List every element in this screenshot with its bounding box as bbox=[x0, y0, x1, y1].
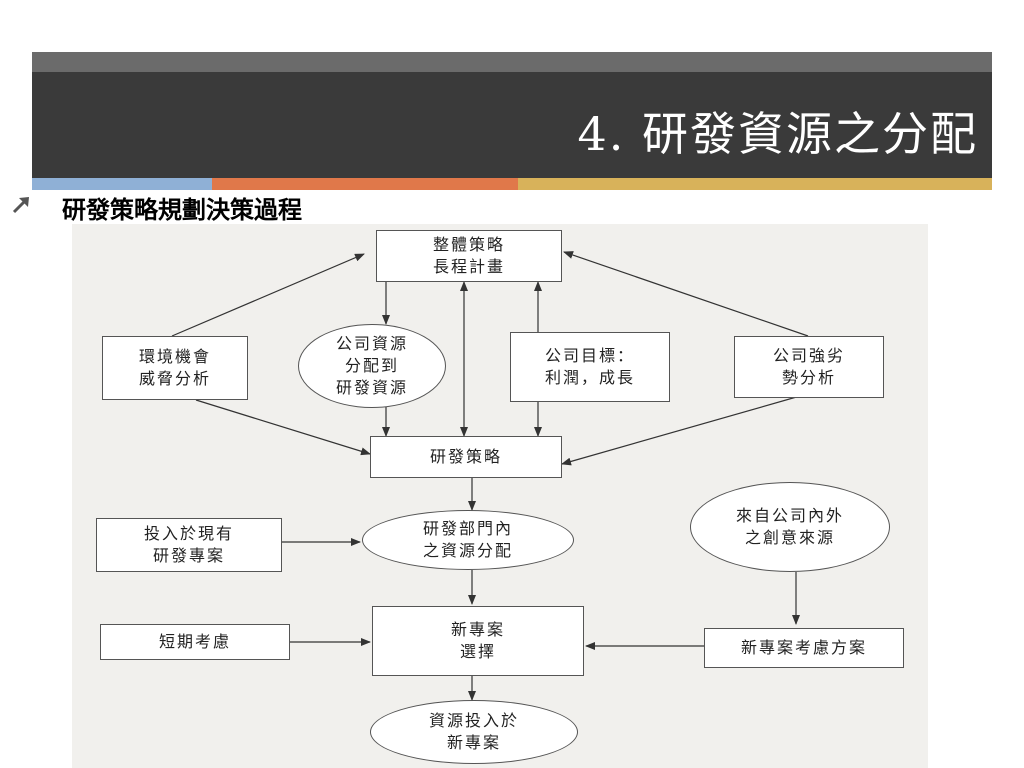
accent-bar-orange bbox=[212, 178, 518, 190]
accent-bar-gold bbox=[518, 178, 992, 190]
node-invest-new-projects: 資源投入於 新專案 bbox=[370, 700, 578, 764]
flowchart-connectors bbox=[171, 251, 809, 701]
bullet-text: 研發策略規劃決策過程 bbox=[62, 195, 302, 224]
slide-title: 4. 研發資源之分配 bbox=[577, 107, 978, 161]
node-company-goals: 公司目標： 利潤，成長 bbox=[510, 332, 670, 402]
flowchart-diagram: 整體策略 長程計畫 環境機會 威脅分析 公司資源 分配到 研發資源 公司目標： … bbox=[72, 224, 928, 768]
node-rd-strategy: 研發策略 bbox=[370, 436, 562, 478]
arrow-env-to-strategy bbox=[171, 253, 365, 337]
node-resource-allocation: 公司資源 分配到 研發資源 bbox=[298, 324, 446, 408]
accent-bar-blue bbox=[32, 178, 212, 190]
arrow-env-to-rd bbox=[195, 399, 371, 456]
header-top-band bbox=[32, 52, 992, 72]
node-new-project-options: 新專案考慮方案 bbox=[704, 628, 904, 668]
node-new-project-selection: 新專案 選擇 bbox=[372, 606, 584, 676]
node-short-term: 短期考慮 bbox=[100, 624, 290, 660]
arrow-bullet-icon bbox=[12, 197, 29, 214]
node-existing-projects: 投入於現有 研發專案 bbox=[96, 518, 282, 572]
arrow-strength-to-strategy bbox=[563, 251, 809, 337]
arrow-strength-to-rd bbox=[561, 395, 801, 466]
node-rd-department-allocation: 研發部門內 之資源分配 bbox=[362, 510, 574, 570]
node-idea-sources: 來自公司內外 之創意來源 bbox=[690, 482, 890, 572]
node-overall-strategy: 整體策略 長程計畫 bbox=[376, 230, 562, 282]
node-environment-analysis: 環境機會 威脅分析 bbox=[102, 336, 248, 400]
header-band: 4. 研發資源之分配 bbox=[32, 72, 992, 178]
node-strength-weakness: 公司強劣 勢分析 bbox=[734, 336, 884, 398]
